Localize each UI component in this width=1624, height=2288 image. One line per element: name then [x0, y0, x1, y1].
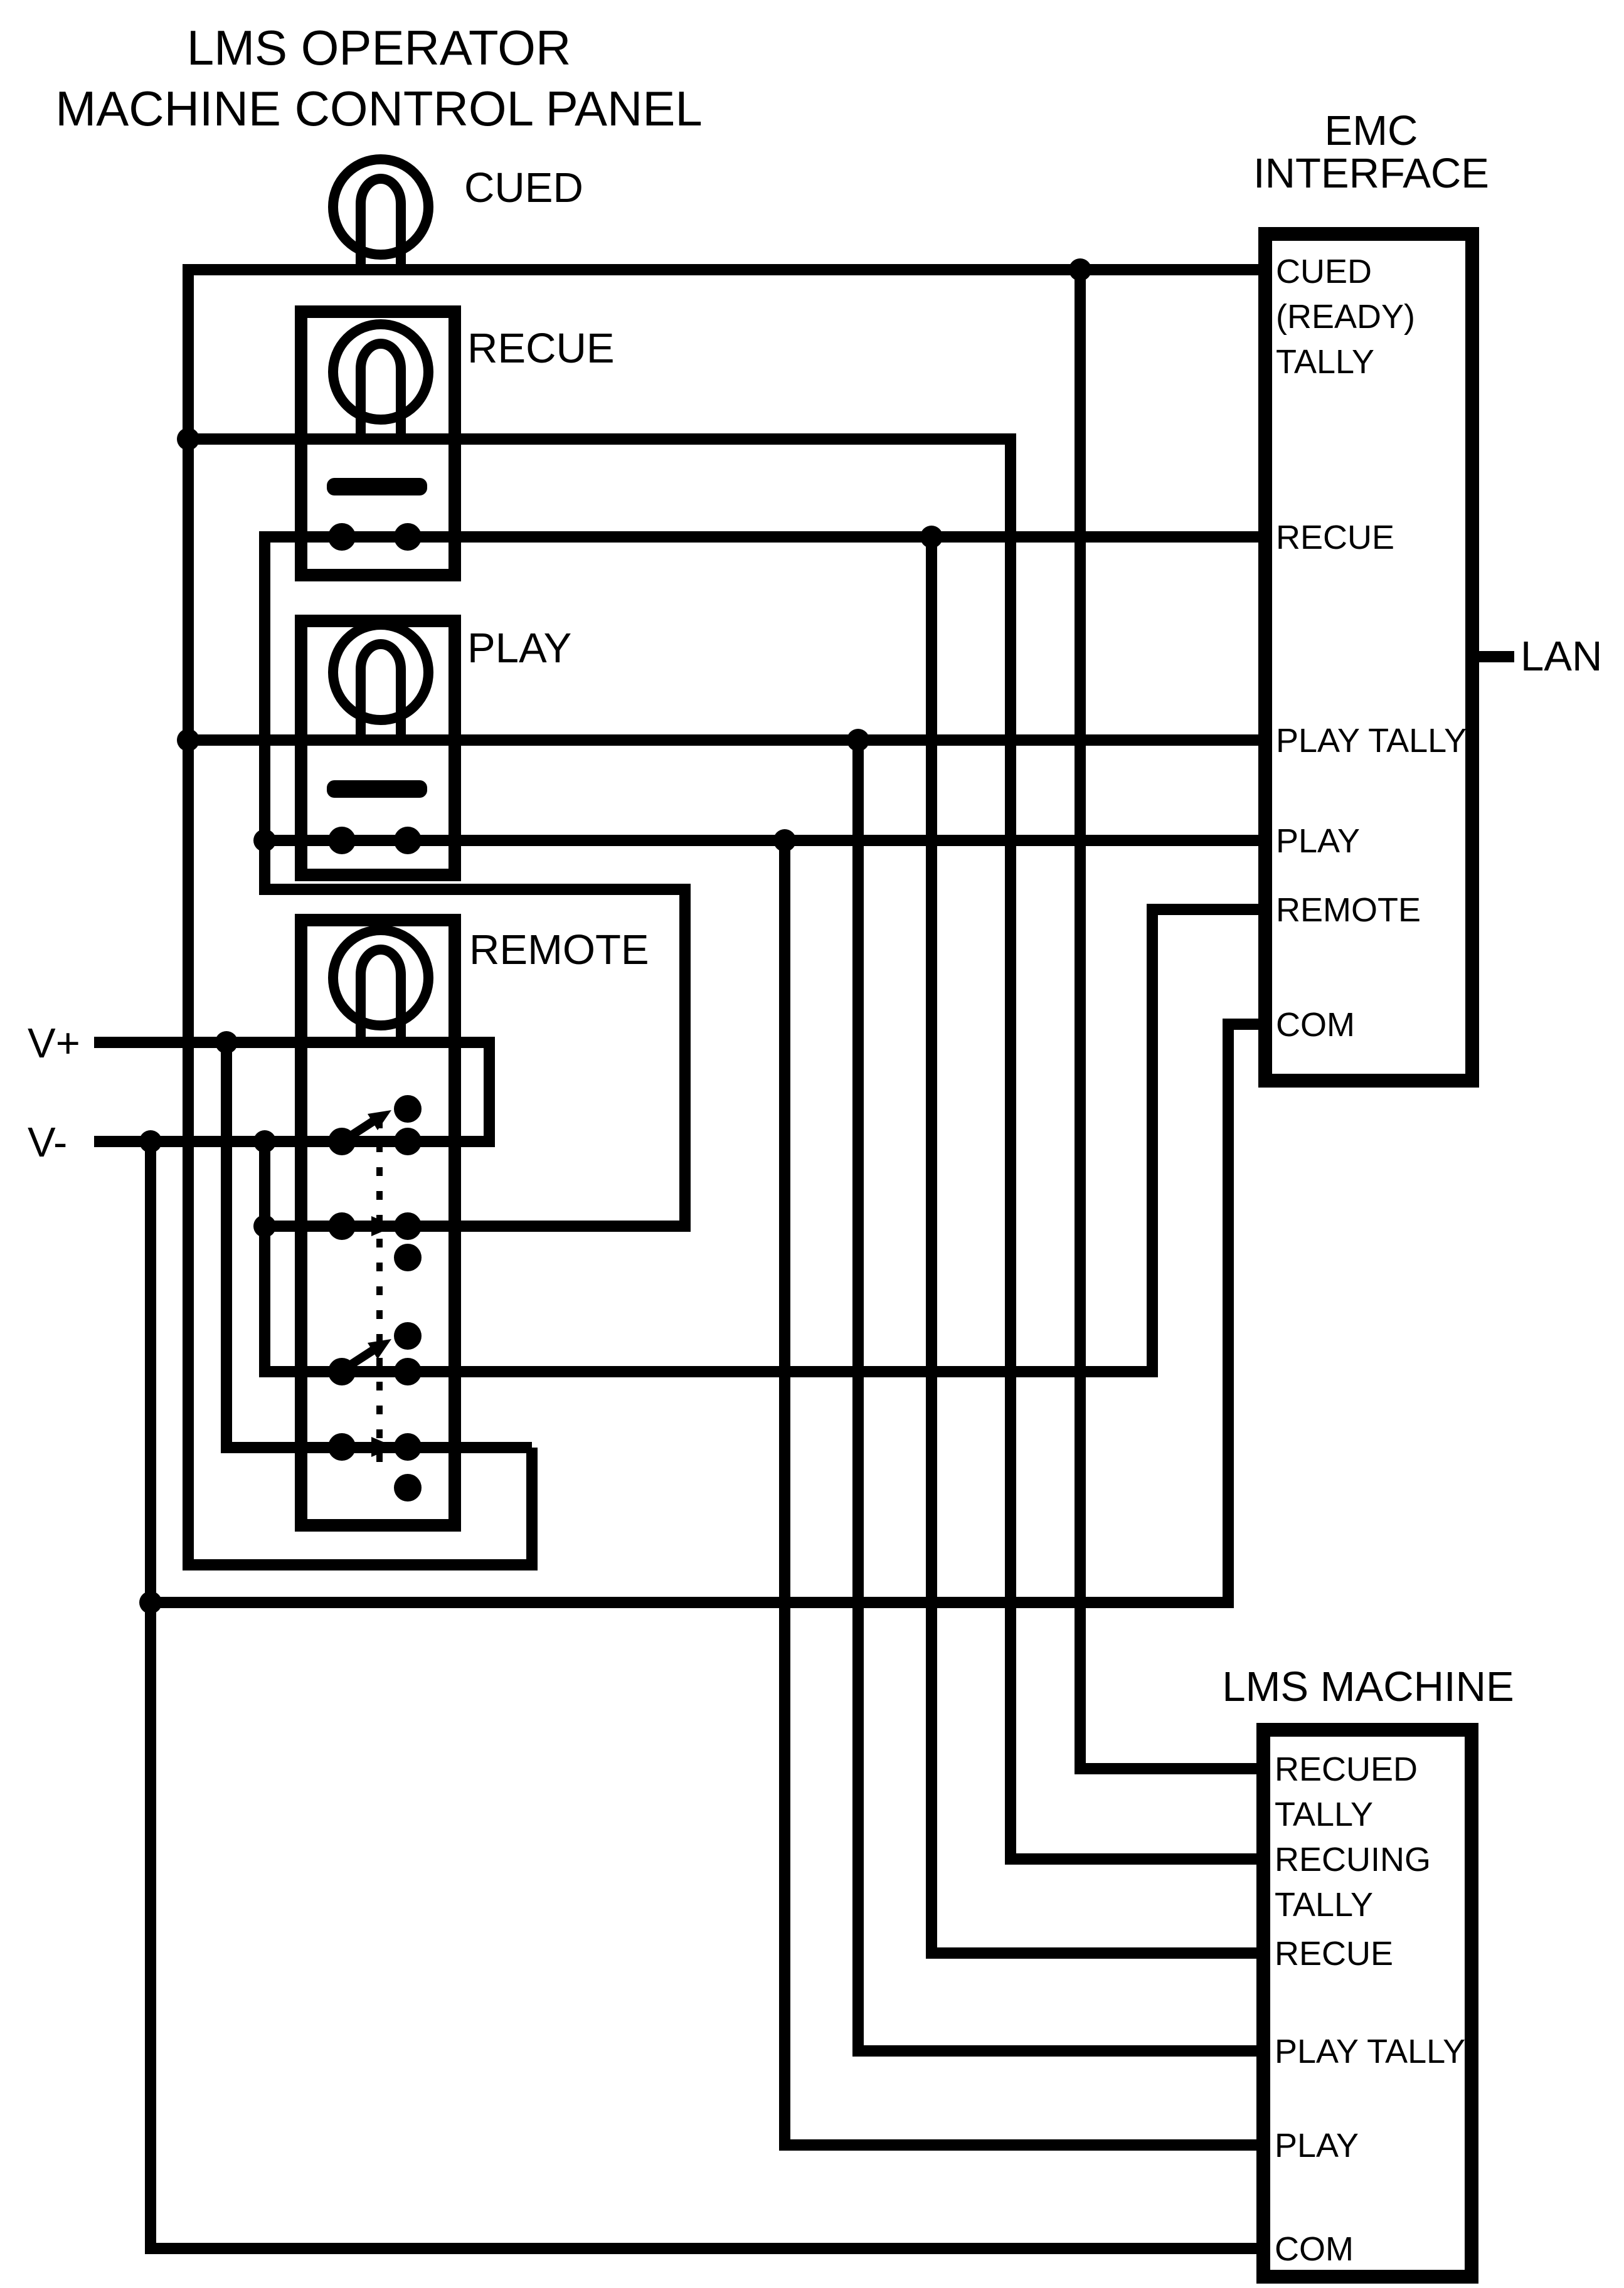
lms-pin-recue: RECUE: [1275, 1935, 1393, 1973]
wire-vplus-to-pole4: [221, 1042, 532, 1453]
wire-com-rail: [145, 1141, 1263, 2254]
switch-throw-dot: [394, 1322, 422, 1350]
lms-pin-play-tally: PLAY TALLY: [1275, 2033, 1465, 2070]
emc-pin-com: COM: [1276, 1006, 1355, 1044]
lms-pin-com: COM: [1275, 2230, 1354, 2268]
switch-throw-dot: [394, 1212, 422, 1240]
wire-vplus-vminus-loop: [94, 1037, 495, 1147]
junction-dot: [253, 1215, 276, 1237]
junction-dot: [177, 428, 199, 450]
junction-dot: [253, 829, 276, 852]
recue-contact-bar-icon: [327, 478, 427, 495]
junction-dot: [847, 729, 869, 751]
emc-pin-cued-line3: TALLY: [1276, 343, 1374, 381]
lms-pin-recuing-line1: RECUING: [1275, 1841, 1431, 1878]
remote-switch-label: REMOTE: [469, 926, 649, 973]
play-button-label: PLAY: [467, 625, 571, 672]
junction-dot: [253, 1130, 276, 1153]
labels: LMS OPERATOR MACHINE CONTROL PANEL CUED …: [28, 20, 1602, 2268]
remote-switch-poles: [328, 1095, 422, 1501]
emc-pin-play: PLAY: [1276, 822, 1360, 860]
switch-throw-dot: [394, 1358, 422, 1385]
lms-machine-title: LMS MACHINE: [1222, 1663, 1514, 1710]
switch-common-dot: [328, 1433, 356, 1461]
contact-dot: [394, 827, 422, 854]
wire-emc-com: [151, 1019, 1265, 1608]
wires: [94, 264, 1514, 2254]
wire-recue-contacts-enable: [259, 531, 1265, 1232]
lamps: [328, 154, 433, 1047]
panel-title-line2: MACHINE CONTROL PANEL: [55, 81, 702, 136]
junction-dot: [215, 1031, 238, 1054]
recue-lamp-icon: [328, 319, 433, 444]
wire-recue-to-lms: [926, 537, 1263, 1959]
emc-pin-cued-line1: CUED: [1276, 253, 1372, 290]
button-contact-dots: [328, 523, 422, 854]
remote-switch-box: [295, 914, 461, 1532]
emc-interface-box: [1258, 227, 1479, 1088]
junction-dot: [920, 526, 943, 548]
switch-arrow-icon: [356, 1437, 395, 1457]
emc-pin-cued-line2: (READY): [1276, 298, 1415, 336]
switch-throw-dot: [394, 1474, 422, 1501]
wire-pole3-to-emc-remote: [259, 904, 1265, 1377]
junction-dot: [139, 1591, 162, 1614]
recue-button-label: RECUE: [467, 325, 615, 372]
lms-pin-play: PLAY: [1275, 2127, 1359, 2164]
switch-throw-dot: [394, 1433, 422, 1461]
wire-recuing-tally: [188, 433, 1263, 1865]
switch-common-dot: [328, 1212, 356, 1240]
switch-throw-dot: [394, 1128, 422, 1155]
lms-pin-recuing-line2: TALLY: [1275, 1886, 1373, 1924]
panel-title-line1: LMS OPERATOR: [187, 20, 571, 75]
contact-dot: [328, 523, 356, 551]
lms-pin-recued-line1: RECUED: [1275, 1750, 1418, 1788]
emc-pin-play-tally: PLAY TALLY: [1276, 722, 1467, 760]
lms-pin-recued-line2: TALLY: [1275, 1796, 1373, 1833]
junction-dot: [177, 729, 199, 751]
remote-lamp-icon: [328, 925, 433, 1047]
recue-button-box: [295, 305, 461, 581]
wire-play-to-lms: [779, 840, 1263, 2151]
junction-dot: [139, 1130, 162, 1153]
emc-pin-remote: REMOTE: [1276, 891, 1421, 929]
lms-machine-box: [1256, 1723, 1478, 2284]
switch-arrow-icon: [342, 1110, 391, 1143]
contact-dot: [394, 523, 422, 551]
cued-lamp-label: CUED: [464, 164, 583, 211]
wire-cued-lamp-rail: [183, 264, 1265, 1570]
emc-title-line2: INTERFACE: [1253, 150, 1489, 197]
junction-dots: [139, 258, 1091, 1614]
emc-title-line1: EMC: [1325, 107, 1418, 154]
junction-dot: [773, 829, 796, 852]
wire-recued-tally: [1075, 270, 1263, 1774]
wire-play-tally-to-lms: [852, 740, 1263, 2057]
junction-dot: [1069, 258, 1091, 281]
contact-dot: [328, 827, 356, 854]
emc-pin-recue: RECUE: [1276, 519, 1394, 556]
play-contact-bar-icon: [327, 780, 427, 798]
play-lamp-icon: [328, 620, 433, 745]
v-plus-label: V+: [28, 1020, 80, 1067]
cued-lamp-icon: [328, 154, 433, 275]
switch-arrow-icon: [342, 1339, 391, 1372]
v-minus-label: V-: [28, 1119, 67, 1166]
lan-label: LAN: [1521, 633, 1602, 680]
switch-arrow-icon: [356, 1216, 395, 1236]
switch-throw-dot: [394, 1095, 422, 1123]
boxes: [295, 227, 1479, 2284]
switch-throw-dot: [394, 1244, 422, 1271]
